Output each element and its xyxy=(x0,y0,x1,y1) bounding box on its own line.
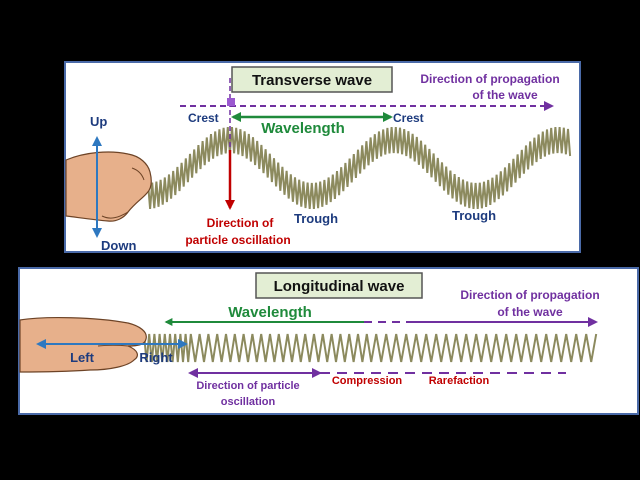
longitudinal-propagation-label: Direction of propagation xyxy=(460,288,599,302)
transverse-hand xyxy=(65,151,152,222)
transverse-spring xyxy=(147,127,572,209)
longitudinal-propagation-label-2: of the wave xyxy=(497,305,563,319)
longitudinal-spring xyxy=(143,333,598,363)
longitudinal-oscillation-label-2: oscillation xyxy=(221,396,276,408)
down-label: Down xyxy=(101,238,136,253)
crest-label-right: Crest xyxy=(393,111,424,125)
rarefaction-label: Rarefaction xyxy=(429,375,490,387)
transverse-wavelength-label: Wavelength xyxy=(261,120,345,137)
longitudinal-wavelength-label: Wavelength xyxy=(228,304,312,321)
longitudinal-title-box xyxy=(255,272,423,299)
transverse-title: Transverse wave xyxy=(252,72,372,89)
transverse-title-box xyxy=(231,66,393,93)
longitudinal-title: Longitudinal wave xyxy=(274,278,405,295)
longitudinal-oscillation-label: Direction of particle xyxy=(196,380,299,392)
compression-label: Compression xyxy=(332,375,403,387)
trough-label-right: Trough xyxy=(452,208,496,223)
transverse-panel: Transverse wave Direction of propagation… xyxy=(64,61,581,253)
up-label: Up xyxy=(90,114,107,129)
longitudinal-panel: Longitudinal wave Direction of propagati… xyxy=(18,267,639,415)
particle-oscillation-label-2: particle oscillation xyxy=(185,233,290,247)
right-label: Right xyxy=(139,350,173,365)
crest-label-left: Crest xyxy=(188,111,219,125)
transverse-propagation-label: Direction of propagation xyxy=(420,72,559,86)
particle-oscillation-label: Direction of xyxy=(207,216,275,230)
transverse-propagation-label-2: of the wave xyxy=(472,88,538,102)
crest-marker-square xyxy=(227,98,235,106)
trough-label-left: Trough xyxy=(294,211,338,226)
left-label: Left xyxy=(70,350,95,365)
